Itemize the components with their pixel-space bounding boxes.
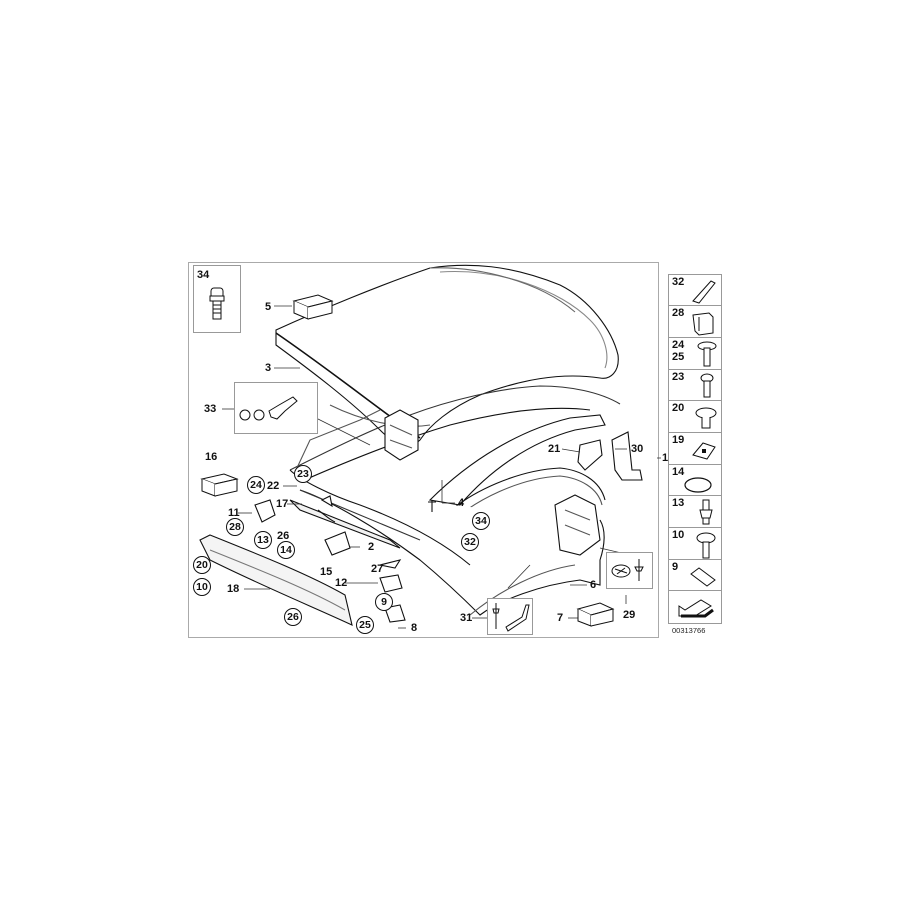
callout-3: 3 xyxy=(265,362,272,374)
callout-16: 16 xyxy=(205,451,218,463)
callout-1: 1 xyxy=(662,452,669,464)
callout-6: 6 xyxy=(590,579,597,591)
callout-26-circle: 26 xyxy=(284,608,302,626)
callout-21: 21 xyxy=(548,443,561,455)
callout-30: 30 xyxy=(631,443,644,455)
callout-25: 25 xyxy=(356,616,374,634)
callout-34-circle: 34 xyxy=(472,512,490,530)
callout-27: 27 xyxy=(371,563,384,575)
side-cell-32: 32 xyxy=(669,275,721,306)
callout-8: 8 xyxy=(411,622,418,634)
trim-strip-icon xyxy=(692,280,716,304)
o-ring-icon xyxy=(684,477,712,493)
callout-23: 23 xyxy=(294,465,312,483)
side-parts-panel: 32 28 24 25 23 20 19 14 13 10 9 xyxy=(668,274,722,624)
callout-22: 22 xyxy=(267,480,280,492)
reference-code: 00313766 xyxy=(672,626,706,635)
clip-nut-icon xyxy=(692,312,714,336)
inset-box-29 xyxy=(606,552,653,589)
inset-box-33 xyxy=(234,382,318,434)
side-cell-19: 19 xyxy=(669,433,721,465)
callout-34-boxed: 34 xyxy=(197,269,210,281)
side-cell-24-25: 24 25 xyxy=(669,338,721,370)
stud-bolt-icon xyxy=(699,499,713,525)
material-box-icon-16 xyxy=(200,473,239,497)
material-box-icon-7 xyxy=(576,602,615,627)
washer-screw-icon xyxy=(697,341,717,367)
callout-15: 15 xyxy=(320,566,333,578)
side-cell-9: 9 xyxy=(669,560,721,591)
callout-20: 20 xyxy=(193,556,211,574)
side-cell-arrow xyxy=(669,591,721,623)
callout-11: 11 xyxy=(228,507,240,519)
callout-18: 18 xyxy=(227,583,240,595)
callout-26: 26 xyxy=(277,530,290,542)
callout-5: 5 xyxy=(265,301,272,313)
direction-arrow-icon xyxy=(678,599,714,618)
callout-29: 29 xyxy=(623,609,636,621)
clips-bracket-icon xyxy=(239,396,298,421)
side-cell-23: 23 xyxy=(669,370,721,401)
side-cell-14: 14 xyxy=(669,465,721,496)
callout-2: 2 xyxy=(368,541,375,553)
side-cell-10: 10 xyxy=(669,528,721,560)
pan-head-screw-icon xyxy=(700,373,714,398)
cap-rivet-icon xyxy=(611,559,644,581)
callout-14: 14 xyxy=(277,541,295,559)
rivet-strap-icon xyxy=(492,603,530,632)
side-cell-28: 28 xyxy=(669,306,721,338)
callout-33: 33 xyxy=(204,403,217,415)
inset-box-31 xyxy=(487,598,533,635)
expanding-rivet-icon xyxy=(695,407,717,429)
cover-cap-icon xyxy=(690,567,716,587)
callout-17: 17 xyxy=(276,498,289,510)
callout-10: 10 xyxy=(193,578,211,596)
callout-13: 13 xyxy=(254,531,272,549)
retaining-clip-icon xyxy=(692,442,716,460)
inset-box-34 xyxy=(193,265,241,333)
hex-bolt-icon xyxy=(209,287,225,320)
callout-7: 7 xyxy=(557,612,564,624)
callout-12: 12 xyxy=(335,577,348,589)
material-box-icon-5 xyxy=(292,294,334,320)
callout-9: 9 xyxy=(375,593,393,611)
side-cell-20: 20 xyxy=(669,401,721,433)
callout-28: 28 xyxy=(226,518,244,536)
callout-31: 31 xyxy=(460,612,473,624)
collar-screw-icon xyxy=(696,532,716,559)
side-cell-13: 13 xyxy=(669,496,721,528)
callout-24: 24 xyxy=(247,476,265,494)
callout-32: 32 xyxy=(461,533,479,551)
callout-4: 4 xyxy=(458,497,465,509)
